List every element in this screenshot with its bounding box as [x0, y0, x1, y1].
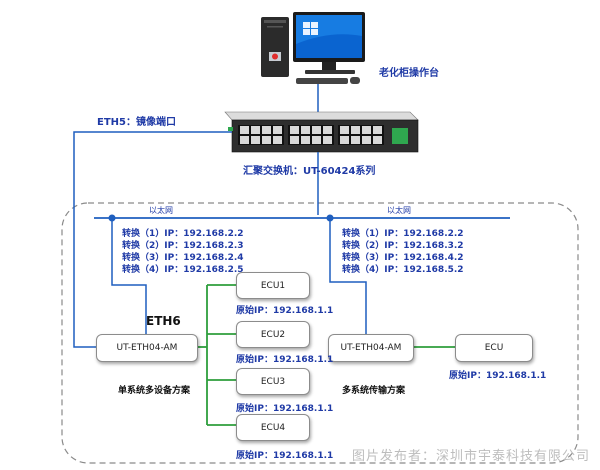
switch-port: [251, 126, 260, 134]
switch-port: [340, 126, 349, 134]
right-ecu-box: ECU: [455, 334, 533, 362]
switch-port: [351, 126, 360, 134]
left-conversion-list: 转换（1）IP：192.168.2.2 转换（2）IP：192.168.2.3 …: [122, 228, 244, 276]
ecu4-ip: 原始IP：192.168.1.1: [236, 451, 334, 461]
switch-port: [312, 136, 321, 144]
right-drop-line: [329, 218, 367, 335]
switch-port: [351, 136, 360, 144]
right-converter-device: UT-ETH04-AM: [328, 334, 414, 362]
switch-ports: [240, 126, 382, 144]
switch-port: [373, 136, 382, 144]
switch-port: [373, 126, 382, 134]
switch-port: [273, 126, 282, 134]
switch-port: [301, 136, 310, 144]
workstation-label: 老化柜操作台: [379, 68, 439, 79]
ecu3-ip: 原始IP：192.168.1.1: [236, 404, 334, 414]
dashed-group-boundary: [61, 202, 579, 464]
conversion-item: 转换（3）IP：192.168.4.2: [342, 253, 464, 263]
ecu1-ip: 原始IP：192.168.1.1: [236, 306, 334, 316]
conversion-item: 转换（1）IP：192.168.2.2: [342, 229, 464, 239]
watermark: 图片发布者：深圳市宇泰科技有限公司: [351, 449, 590, 464]
ecu3-box: ECU3: [236, 368, 310, 395]
switch-port: [340, 136, 349, 144]
switch-port: [362, 126, 371, 134]
switch-label: 汇聚交换机：UT-60424系列: [243, 166, 376, 177]
ecu2-box: ECU2: [236, 321, 310, 348]
switch-port: [312, 126, 321, 134]
computer-icon: [261, 12, 365, 84]
eth5-mirror-line: [73, 131, 232, 348]
right-conversion-list: 转换（1）IP：192.168.2.2 转换（2）IP：192.168.3.2 …: [342, 228, 464, 276]
left-drop-line: [111, 218, 147, 338]
conversion-item: 转换（1）IP：192.168.2.2: [122, 229, 244, 239]
switch-port: [290, 126, 299, 134]
switch-port: [240, 126, 249, 134]
eth5-label: ETH5：镜像端口: [97, 117, 176, 128]
conversion-item: 转换（2）IP：192.168.3.2: [342, 241, 464, 251]
conversion-item: 转换（2）IP：192.168.2.3: [122, 241, 244, 251]
left-converter-device: UT-ETH04-AM: [96, 334, 198, 362]
ecu2-ip: 原始IP：192.168.1.1: [236, 355, 334, 365]
can-links-left: [197, 284, 236, 426]
switch-port: [301, 126, 310, 134]
ethernet-label-right: 以太网: [387, 206, 411, 215]
left-scheme-label: 单系统多设备方案: [118, 386, 191, 396]
switch-port: [290, 136, 299, 144]
right-ecu-ip: 原始IP：192.168.1.1: [449, 371, 547, 381]
switch-port: [262, 136, 271, 144]
switch-port: [240, 136, 249, 144]
ethernet-label-left: 以太网: [149, 206, 173, 215]
conversion-item: 转换（3）IP：192.168.2.4: [122, 253, 244, 263]
switch-port: [362, 136, 371, 144]
switch-port: [273, 136, 282, 144]
switch-port: [323, 126, 332, 134]
switch-port: [262, 126, 271, 134]
ecu1-box: ECU1: [236, 272, 310, 299]
right-scheme-label: 多系统传输方案: [342, 386, 406, 396]
eth6-label: ETH6: [146, 314, 181, 328]
ecu4-box: ECU4: [236, 414, 310, 441]
conversion-item: 转换（4）IP：192.168.5.2: [342, 265, 464, 275]
conversion-item: 转换（4）IP：192.168.2.5: [122, 265, 244, 275]
switch-port: [323, 136, 332, 144]
switch-port: [251, 136, 260, 144]
